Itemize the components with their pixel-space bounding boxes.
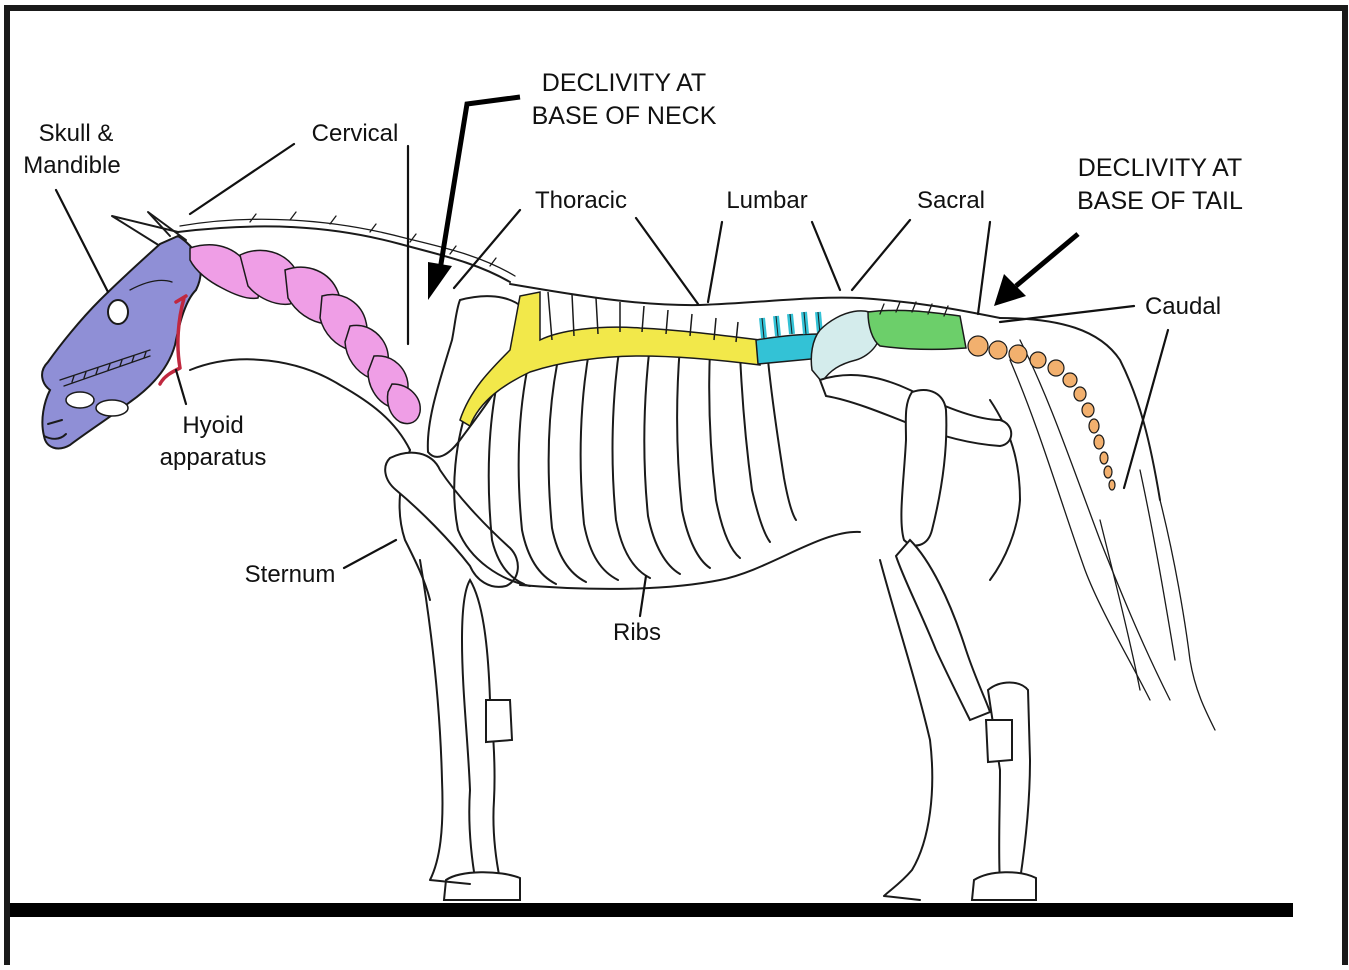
label-caudal: Caudal xyxy=(1145,293,1221,320)
ground-line xyxy=(10,903,1293,917)
label-skull-line1: Skull & xyxy=(39,120,114,147)
label-sternum: Sternum xyxy=(245,561,336,588)
label-thoracic: Thoracic xyxy=(535,187,627,214)
label-declivity-tail-line1: DECLIVITY AT xyxy=(1078,154,1242,182)
label-hyoid-line2: apparatus xyxy=(160,444,267,471)
figure-frame xyxy=(7,8,1345,965)
label-sacral: Sacral xyxy=(917,187,985,214)
label-lumbar: Lumbar xyxy=(726,187,807,214)
label-declivity-tail-line2: BASE OF TAIL xyxy=(1077,187,1243,215)
label-cervical: Cervical xyxy=(312,120,399,147)
label-hyoid-line1: Hyoid xyxy=(182,412,243,439)
label-declivity-neck-line2: BASE OF NECK xyxy=(532,102,717,130)
label-skull-line2: Mandible xyxy=(23,152,120,179)
sacral-vertebrae xyxy=(868,310,966,349)
label-ribs: Ribs xyxy=(613,619,661,646)
label-declivity-neck-line1: DECLIVITY AT xyxy=(542,69,706,97)
